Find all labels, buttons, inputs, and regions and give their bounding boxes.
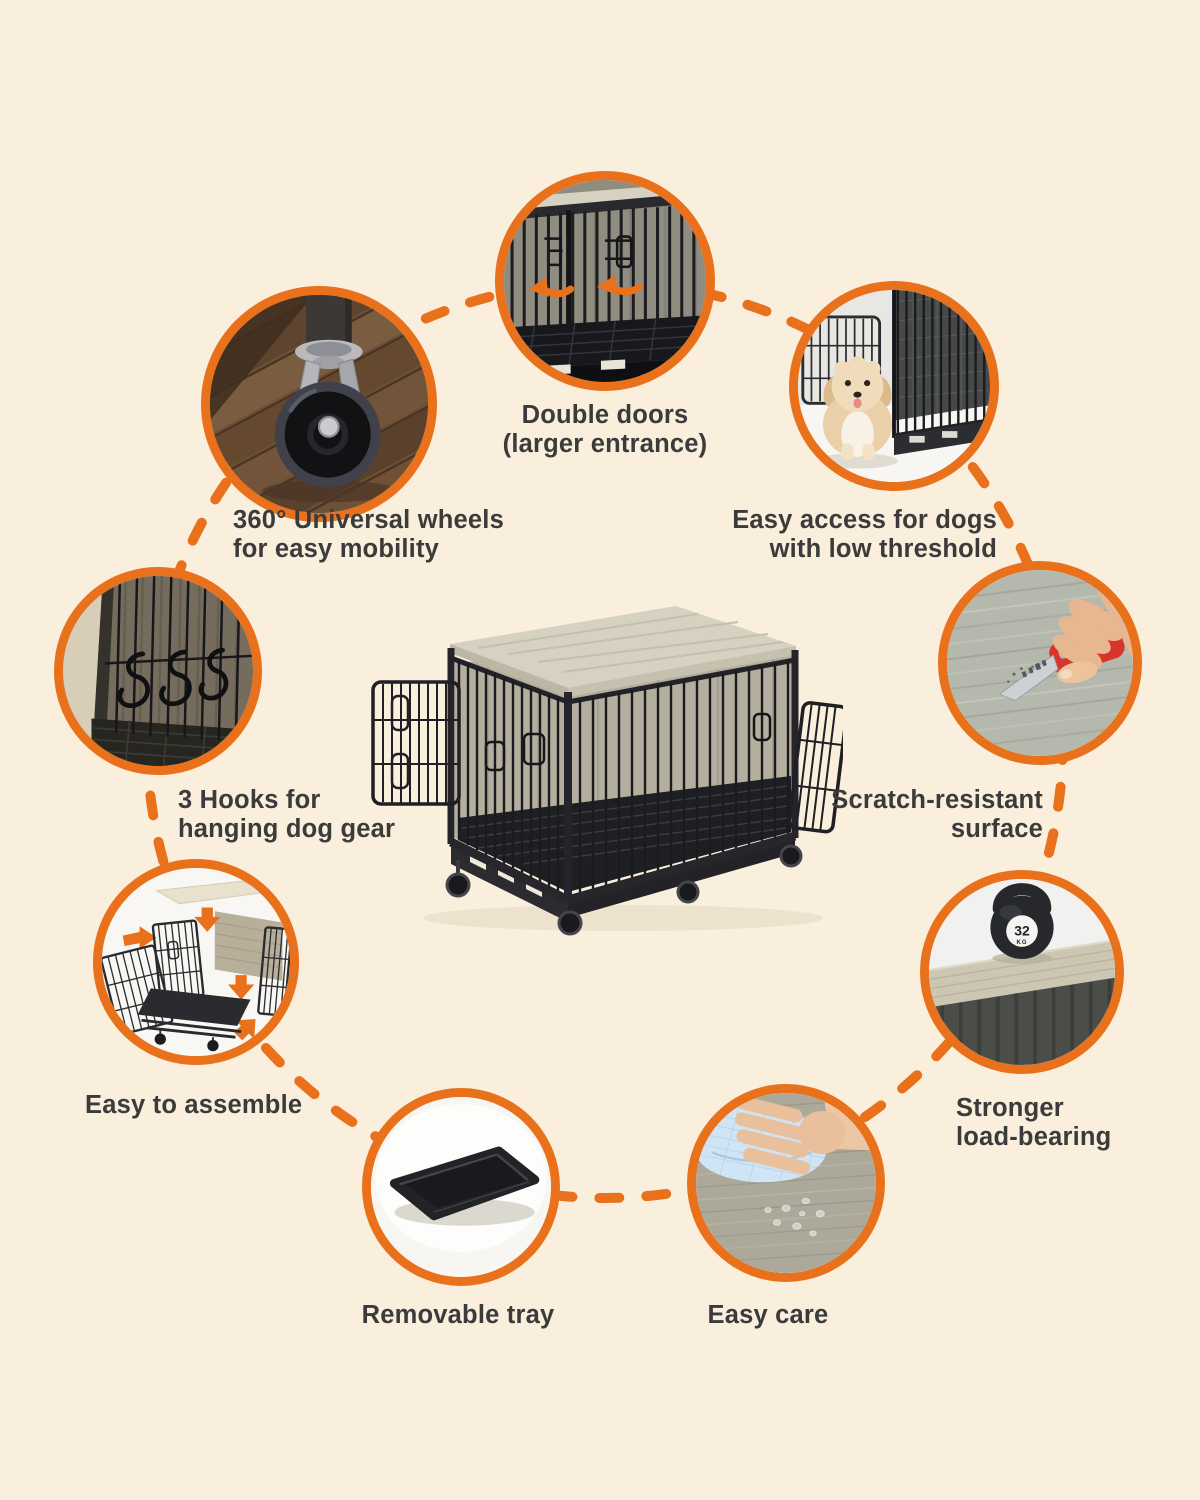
feature-bubble-easy-care	[687, 1084, 885, 1282]
crate-double-doors-photo	[504, 180, 706, 382]
tray	[389, 1146, 540, 1221]
label-hooks: 3 Hooks for hanging dog gear	[178, 786, 396, 843]
caster-wheel-photo	[210, 295, 428, 513]
dog-crate-illustration	[371, 606, 843, 936]
kettlebell-weight-value: 32	[1014, 923, 1030, 939]
kettlebell-weight-unit: KG	[1017, 940, 1028, 946]
feature-bubble-double-doors	[495, 171, 715, 391]
label-wheels: 360° Universal wheels for easy mobility	[233, 506, 504, 563]
label-scratch-resistant: Scratch-resistant surface	[831, 786, 1043, 843]
label-removable-tray: Removable tray	[361, 1301, 555, 1329]
caster-wheels	[445, 844, 803, 936]
feature-bubble-wheels	[201, 286, 437, 522]
feature-bubble-hooks	[54, 567, 262, 775]
hand	[735, 1093, 876, 1175]
wiping-cloth-photo	[696, 1093, 876, 1273]
door-latches	[544, 235, 634, 269]
label-load-bearing: Stronger load-bearing	[956, 1094, 1112, 1151]
feature-bubble-easy-access	[789, 281, 999, 491]
s-hooks-photo	[63, 576, 253, 766]
utility-knife-test-photo	[947, 570, 1133, 756]
label-easy-access: Easy access for dogs with low threshold	[732, 506, 997, 563]
puppy-by-crate-photo	[798, 290, 990, 482]
kettlebell: 32 KG	[990, 883, 1054, 959]
door-direction-arrows	[528, 274, 643, 298]
base-tray	[137, 988, 251, 1026]
open-door-right	[787, 701, 843, 834]
feature-bubble-removable-tray	[362, 1088, 560, 1286]
label-easy-assemble: Easy to assemble	[85, 1091, 303, 1119]
black-tray-photo	[371, 1097, 551, 1277]
s-hooks	[117, 647, 229, 709]
feature-bubble-scratch-resistant	[938, 561, 1142, 765]
feature-bubble-load-bearing: 32 KG	[920, 870, 1124, 1074]
label-double-doors: Double doors (larger entrance)	[502, 401, 708, 458]
assembly-arrows	[122, 907, 256, 1041]
dog-crate-product-image	[358, 592, 843, 937]
feature-bubble-easy-assemble	[93, 859, 299, 1065]
water-droplets	[764, 1197, 825, 1237]
exploded-assembly-photo	[102, 868, 290, 1056]
puppy	[822, 356, 893, 460]
kettlebell-on-top-photo: 32 KG	[929, 879, 1115, 1065]
label-easy-care: Easy care	[707, 1301, 829, 1329]
open-door-left	[371, 680, 461, 806]
